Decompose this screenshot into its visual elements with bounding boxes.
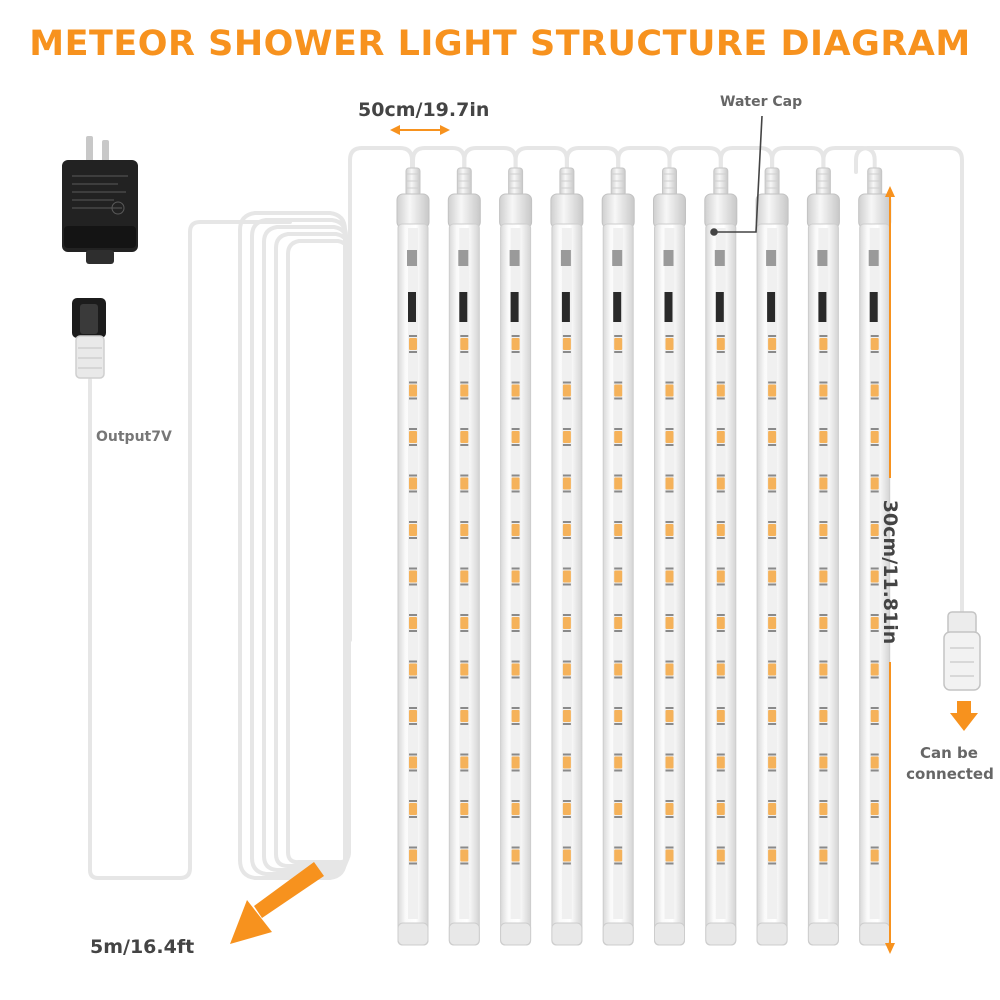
tube-link-wire xyxy=(718,146,775,174)
output-label: Output7V xyxy=(96,429,172,445)
connected-label: connected xyxy=(906,765,994,783)
meteor-tube xyxy=(704,167,738,946)
water-cap-label: Water Cap xyxy=(720,94,803,110)
plug-connector-icon xyxy=(72,298,106,379)
meteor-tube xyxy=(396,167,430,946)
page-title: METEOR SHOWER LIGHT STRUCTURE DIAGRAM xyxy=(29,24,971,64)
water-cap-leader xyxy=(710,115,763,236)
power-adapter-icon xyxy=(62,136,138,264)
can-be-label: Can be xyxy=(920,744,978,762)
cable-coil-1 xyxy=(238,211,347,880)
meteor-tubes xyxy=(396,167,892,946)
meteor-tube xyxy=(755,167,789,946)
tube-link-wire xyxy=(564,146,621,174)
tube-link-wire xyxy=(770,146,826,174)
tube-link-wire xyxy=(513,146,569,174)
dimension-arrow-icon xyxy=(390,125,450,135)
tube-link-wire xyxy=(462,146,518,174)
tube-link-wire xyxy=(411,146,467,174)
meteor-tube xyxy=(806,167,840,946)
cable-coil-5 xyxy=(286,239,351,865)
meteor-tube xyxy=(447,167,481,946)
spacing-label: 50cm/19.7in xyxy=(358,99,490,121)
tube-link-wire xyxy=(821,146,877,174)
arrow-left-down-icon xyxy=(230,862,324,944)
cable-coil-2 xyxy=(250,218,348,876)
meteor-tube xyxy=(858,167,892,946)
end-connector-icon xyxy=(943,611,981,691)
meteor-tube xyxy=(601,167,635,946)
tube-links xyxy=(411,146,877,174)
end-cable xyxy=(854,146,964,617)
output-cable xyxy=(88,220,292,880)
meteor-tube xyxy=(550,167,584,946)
tube-link-wire xyxy=(667,146,723,174)
meteor-tube xyxy=(653,167,686,946)
tube-link-wire xyxy=(616,146,672,174)
meteor-tube xyxy=(499,167,533,946)
tube-length-label: 30cm/11.81in xyxy=(879,499,901,645)
cable-length-label: 5m/16.4ft xyxy=(90,936,195,958)
lead-to-first-tube xyxy=(348,146,414,642)
length-dimension-line xyxy=(885,186,895,954)
wires xyxy=(88,146,964,880)
arrow-down-icon xyxy=(950,701,978,731)
